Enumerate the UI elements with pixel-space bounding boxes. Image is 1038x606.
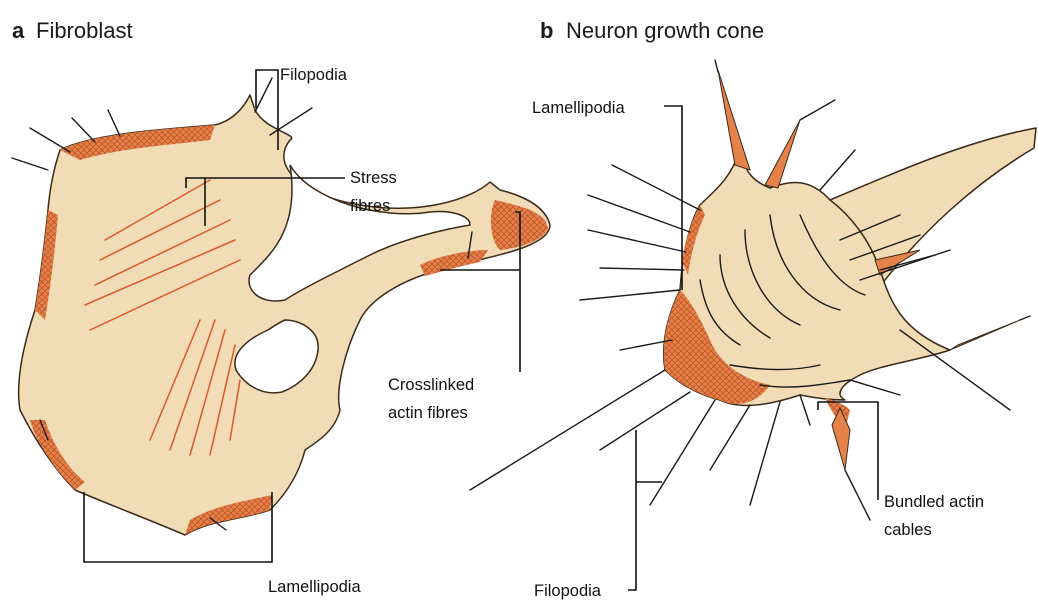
fibroblast-filopodium [72,118,95,142]
label-crosslinked-line1: Crosslinked [388,376,474,394]
label-bundled-line2: cables [884,521,932,539]
label-filopodia-a: Filopodia [280,66,348,84]
label-lamellipodia-a: Lamellipodia [268,578,361,596]
leader-filopodia-b [628,430,662,590]
panel-b-title: Neuron growth cone [566,18,764,43]
label-stress-line1: Stress [350,169,397,187]
fibroblast-filopodium [108,110,120,136]
panel-b: b Neuron growth cone [470,18,1036,600]
growth-cone-spike [950,320,1020,350]
fibroblast-filopodium [270,108,312,135]
panel-a-title: Fibroblast [36,18,133,43]
fibroblast-body [19,95,550,535]
growth-cone-spike [765,120,800,188]
leader-lamellipodia-b [664,106,682,290]
fibroblast-filopodium [30,128,70,152]
growth-cone-spike [718,70,750,170]
fibroblast-filopodium [12,158,48,170]
label-lamellipodia-b: Lamellipodia [532,99,625,117]
label-bundled-line1: Bundled actin [884,493,984,511]
panel-a-letter: a [12,18,25,43]
panel-a: a Fibroblast [12,18,550,596]
label-crosslinked-line2: actin fibres [388,404,468,422]
label-stress-line2: fibres [350,197,390,215]
label-filopodia-b: Filopodia [534,582,602,600]
panel-b-letter: b [540,18,553,43]
fibroblast-filopodium [255,78,272,112]
